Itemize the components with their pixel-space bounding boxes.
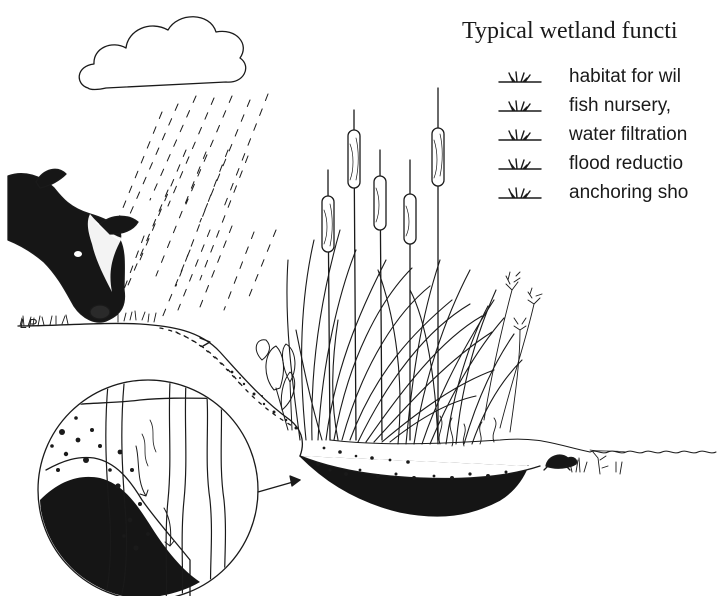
reed-blades: [287, 230, 522, 444]
cow-head: [8, 169, 138, 322]
function-label: water filtration: [569, 124, 687, 146]
cloud: [79, 17, 245, 90]
water-surface: [330, 439, 590, 452]
wetland-functions-list: habitat for wil fish nursery, water filt…: [497, 62, 688, 207]
list-item: water filtration: [497, 120, 688, 149]
list-item: anchoring sho: [497, 178, 688, 207]
marsh-grass-icon: [497, 128, 543, 142]
marsh-grass-icon: [497, 70, 543, 84]
grass-plumes: [484, 272, 542, 432]
list-item: flood reductio: [497, 149, 688, 178]
function-label: habitat for wil: [569, 66, 681, 88]
list-item: fish nursery,: [497, 91, 688, 120]
turtle: [544, 455, 577, 470]
function-label: fish nursery,: [569, 95, 671, 117]
rain: [118, 94, 276, 318]
marsh-grass-icon: [497, 157, 543, 171]
list-item: habitat for wil: [497, 62, 688, 91]
arrowhead-plant: [256, 340, 295, 430]
marsh-grass-icon: [497, 99, 543, 113]
diagram-title: Typical wetland functi: [462, 18, 678, 45]
function-label: flood reductio: [569, 153, 683, 175]
magnifier-inset: [38, 380, 260, 596]
function-label: anchoring sho: [569, 182, 688, 204]
marsh-grass-icon: [497, 186, 543, 200]
artist-signature: LP: [20, 316, 38, 331]
ground-slope: [18, 323, 302, 456]
